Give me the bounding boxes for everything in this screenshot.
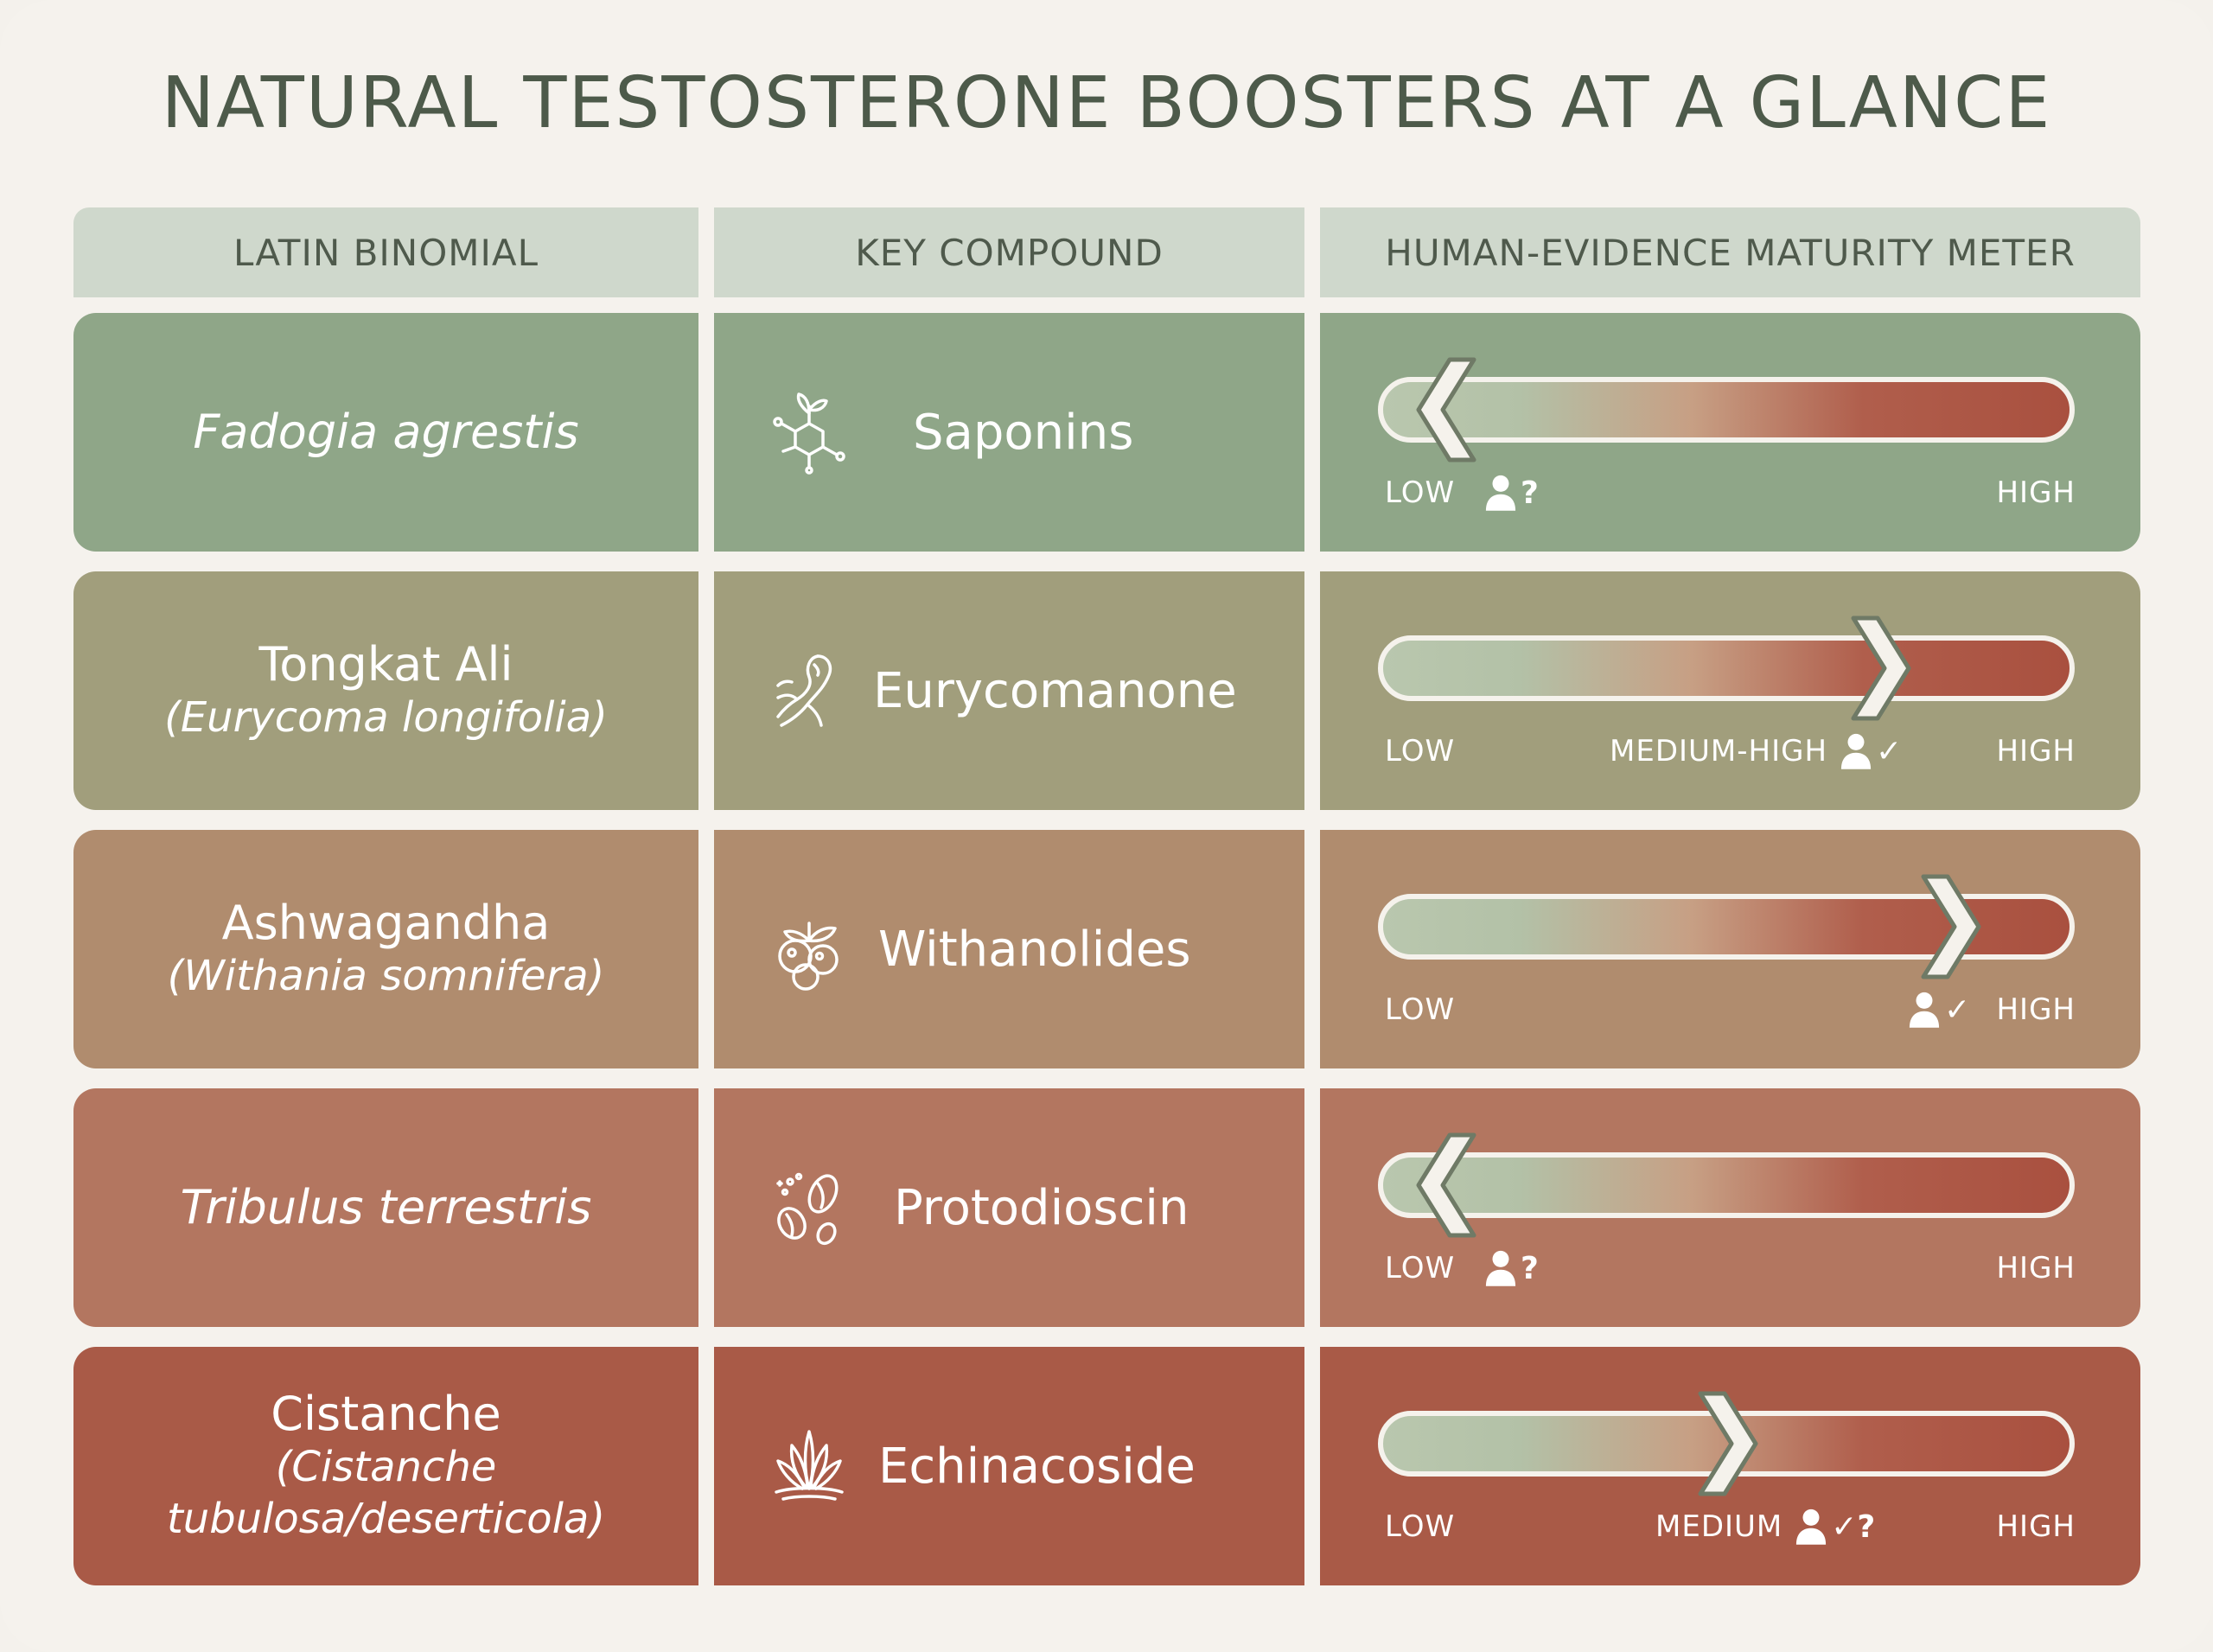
common-name: Tribulus terrestris [180, 1180, 592, 1234]
evidence-indicator: MEDIUM-HIGH ✓ [1610, 727, 1902, 775]
seeds-icon [766, 1164, 852, 1251]
person-icon [1840, 731, 1872, 771]
compound-name: Protodioscin [894, 1179, 1189, 1236]
compound-name: Echinacoside [878, 1438, 1196, 1495]
meter-low-label: LOW [1385, 1509, 1456, 1544]
row-evidence-meter: LOW HIGH? [1320, 313, 2140, 552]
maturity-meter-track [1378, 635, 2075, 701]
common-name: Cistanche [271, 1387, 501, 1441]
meter-low-label: LOW [1385, 734, 1456, 769]
root-icon [766, 647, 852, 734]
row-evidence-meter: LOW HIGH MEDIUM-HIGH ✓ [1320, 571, 2140, 810]
plant-icon [766, 1423, 852, 1509]
meter-high-label: HIGH [1996, 475, 2076, 510]
row-key-compound: Saponins [714, 313, 1304, 552]
meter-high-label: HIGH [1996, 992, 2076, 1027]
row-key-compound: Eurycomanone [714, 571, 1304, 810]
person-icon [1484, 1248, 1517, 1288]
common-name: Ashwagandha [221, 896, 551, 950]
row-latin-binomial: Fadogia agrestis [73, 313, 698, 552]
header-latin-binomial: LATIN BINOMIAL [73, 207, 698, 297]
meter-low-label: LOW [1385, 475, 1456, 510]
evidence-mark: ✓ [1944, 992, 1971, 1028]
row-latin-binomial: Tribulus terrestris [73, 1088, 698, 1327]
person-icon [1908, 990, 1941, 1030]
compound-name: Withanolides [878, 921, 1191, 978]
meter-high-label: HIGH [1996, 1251, 2076, 1285]
evidence-mark: ✓? [1831, 1508, 1876, 1545]
row-evidence-meter: LOW HIGH MEDIUM ✓? [1320, 1347, 2140, 1585]
row-key-compound: Echinacoside [714, 1347, 1304, 1585]
row-key-compound: Withanolides [714, 830, 1304, 1068]
meter-high-label: HIGH [1996, 1509, 2076, 1544]
meter-marker-right-chevron-icon [1915, 871, 1984, 982]
row-latin-binomial: Tongkat Ali(Eurycoma longifolia) [73, 571, 698, 810]
common-name: Fadogia agrestis [193, 405, 579, 459]
row-latin-binomial: Ashwagandha(Withania somnifera) [73, 830, 698, 1068]
scientific-name: (Eurycoma longifolia) [164, 693, 608, 742]
compound-name: Eurycomanone [873, 662, 1237, 719]
compound-name: Saponins [913, 404, 1134, 461]
meter-marker-right-chevron-icon [1692, 1388, 1761, 1499]
evidence-indicator: ? [1484, 469, 1539, 517]
meter-high-label: HIGH [1996, 734, 2076, 769]
maturity-meter-track [1378, 377, 2075, 443]
header-evidence-meter: HUMAN-EVIDENCE MATURITY METER [1320, 207, 2140, 297]
scientific-name: (Cistanche tubulosa/deserticola) [166, 1443, 606, 1543]
evidence-mark: ? [1521, 1250, 1539, 1286]
page-title: NATURAL TESTOSTERONE BOOSTERS AT A GLANC… [161, 62, 2052, 144]
row-latin-binomial: Cistanche(Cistanche tubulosa/deserticola… [73, 1347, 698, 1585]
meter-low-label: LOW [1385, 1251, 1456, 1285]
meter-level-label: MEDIUM-HIGH [1610, 734, 1828, 769]
evidence-indicator: ✓ [1908, 985, 1970, 1034]
molecule-leaf-icon [766, 389, 852, 475]
maturity-meter-track [1378, 1152, 2075, 1218]
meter-low-label: LOW [1385, 992, 1456, 1027]
row-key-compound: Protodioscin [714, 1088, 1304, 1327]
evidence-indicator: MEDIUM ✓? [1655, 1502, 1875, 1551]
evidence-mark: ✓ [1876, 733, 1903, 769]
row-evidence-meter: LOW HIGH? [1320, 1088, 2140, 1327]
meter-marker-right-chevron-icon [1845, 613, 1914, 724]
evidence-mark: ? [1521, 475, 1539, 511]
meter-marker-left-chevron-icon [1413, 354, 1483, 465]
person-icon [1484, 473, 1517, 513]
scientific-name: (Withania somnifera) [167, 952, 605, 1000]
meter-marker-left-chevron-icon [1413, 1130, 1483, 1241]
header-key-compound: KEY COMPOUND [714, 207, 1304, 297]
person-icon [1795, 1507, 1827, 1547]
row-evidence-meter: LOW HIGH ✓ [1320, 830, 2140, 1068]
evidence-indicator: ? [1484, 1244, 1539, 1292]
berries-icon [766, 906, 852, 992]
common-name: Tongkat Ali [258, 637, 513, 692]
meter-level-label: MEDIUM [1655, 1509, 1783, 1544]
